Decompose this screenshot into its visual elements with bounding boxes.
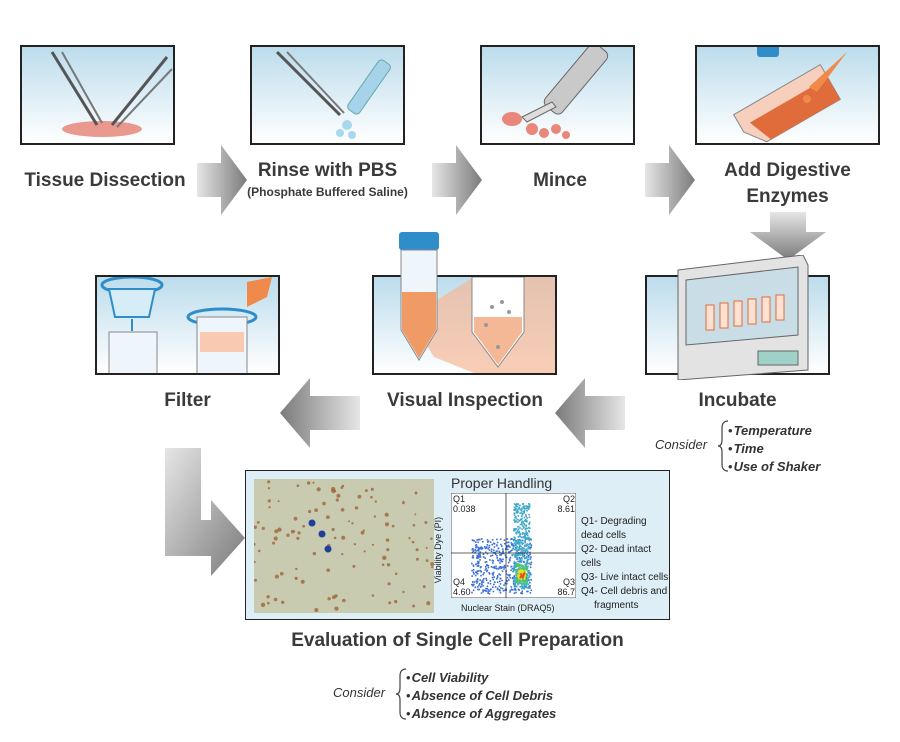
consider-item-viability: Cell Viability: [406, 669, 556, 687]
legend-q2: Q2- Dead intact cells: [581, 544, 652, 569]
consider-item-temperature: Temperature: [728, 422, 820, 440]
mince-illustration: [482, 47, 633, 143]
tissue-piece: [62, 121, 142, 137]
label-tissue-dissection: Tissue Dissection: [24, 170, 186, 191]
label-add-enzymes-1: Add Digestive: [724, 160, 851, 181]
label-evaluation: Evaluation of Single Cell Preparation: [291, 630, 624, 651]
consider-item-aggregates: Absence of Aggregates: [406, 705, 557, 723]
arrow-right-2: [432, 145, 482, 215]
panel-tissue-dissection: [20, 45, 175, 145]
legend-q1: Q1- Degrading dead cells: [581, 516, 647, 541]
add-enzymes-illustration: [697, 47, 878, 143]
label-visual-inspection: Visual Inspection: [387, 390, 543, 411]
arrow-right-3: [645, 145, 695, 215]
label-add-enzymes-2: Enzymes: [746, 186, 829, 207]
panel-rinse: [250, 45, 405, 145]
conical-tube-icon: [399, 232, 439, 361]
flow-plot-title: Proper Handling: [451, 475, 553, 491]
incubate-brace-icon: [717, 420, 729, 472]
label-mince: Mince: [533, 170, 587, 191]
micrograph-image: [254, 479, 434, 613]
label-rinse-sub: (Phosphate Buffered Saline): [247, 185, 408, 199]
arrow-right-1: [197, 145, 247, 215]
legend-q4: Q4- Cell debris and: [581, 586, 668, 597]
label-rinse: Rinse with PBS: [257, 160, 398, 181]
filter-illustration: [97, 277, 278, 373]
flow-legend: Q1- Degrading dead cells Q2- Dead intact…: [581, 515, 669, 613]
arrow-left-2: [280, 378, 360, 448]
panel-filter: [95, 275, 280, 375]
evaluation-brace-icon: [395, 668, 407, 720]
consider-item-shaker: Use of Shaker: [728, 458, 821, 476]
evaluation-consider-list: Cell Viability Absence of Cell Debris Ab…: [406, 669, 557, 723]
label-incubate: Incubate: [698, 390, 777, 411]
panel-mince: [480, 45, 635, 145]
label-filter: Filter: [164, 390, 211, 411]
legend-q4-cont: fragments: [594, 600, 639, 611]
consider-item-debris: Absence of Cell Debris: [406, 687, 556, 705]
arrow-left-1: [555, 378, 625, 448]
tissue-dissection-illustration: [22, 47, 173, 143]
incubate-consider-label: Consider: [655, 437, 708, 452]
panel-add-enzymes: [695, 45, 880, 145]
flow-y-axis-label: Viability Dye (PI): [433, 516, 443, 584]
flow-scatter-plot: [451, 493, 576, 598]
arrow-down-incubate: [750, 212, 826, 260]
legend-q3: Q3- Live intact cells: [581, 572, 669, 583]
incubate-consider-list: Temperature Time Use of Shaker: [728, 422, 821, 476]
flow-x-axis-label: Nuclear Stain (DRAQ5): [461, 603, 555, 613]
arrow-filter-to-evaluation: [165, 448, 245, 576]
consider-item-time: Time: [728, 440, 820, 458]
incubator-icon: [677, 255, 809, 380]
rinse-illustration: [252, 47, 403, 143]
evaluation-consider-label: Consider: [333, 685, 386, 700]
